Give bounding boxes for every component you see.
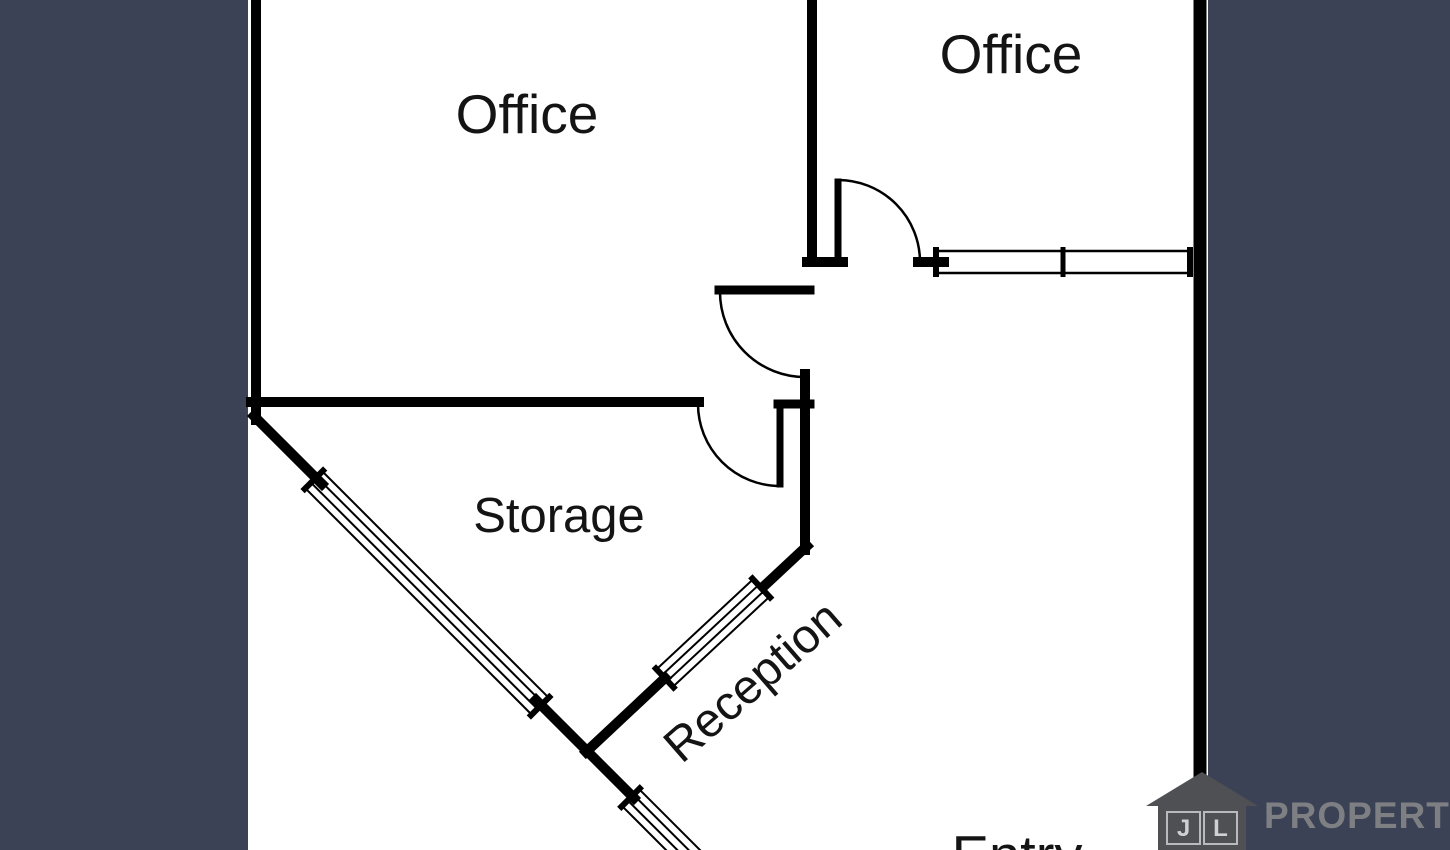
door-arcs: [696, 178, 922, 488]
window-storage-diagonal: [300, 466, 554, 720]
window-office-right: [933, 247, 1193, 277]
room-label-entry: Entry: [952, 823, 1083, 850]
room-label-office-right: Office: [939, 23, 1083, 85]
windows: [300, 247, 1193, 850]
brand-watermark: J L PROPERTY: [1146, 768, 1450, 850]
window-entry-diagonal: [617, 784, 725, 850]
window-reception-diagonal: [651, 574, 775, 692]
diagonal-wall-upper: [246, 408, 330, 492]
plan-background: [248, 0, 1208, 850]
brand-name-text: PROPERTY: [1264, 795, 1450, 836]
office-door-arc: [837, 178, 922, 263]
hall-door-arc: [718, 291, 806, 379]
reception-wall-upper: [755, 538, 815, 595]
room-label-storage: Storage: [473, 489, 645, 543]
house-logo-icon: J L: [1146, 772, 1258, 850]
logo-letter-l: L: [1213, 815, 1228, 842]
logo-letter-j: J: [1177, 815, 1190, 842]
storage-door-arc: [696, 403, 781, 488]
walls: [246, 0, 1207, 850]
reception-wall-lower: [578, 670, 673, 760]
room-label-office-left: Office: [455, 83, 599, 145]
